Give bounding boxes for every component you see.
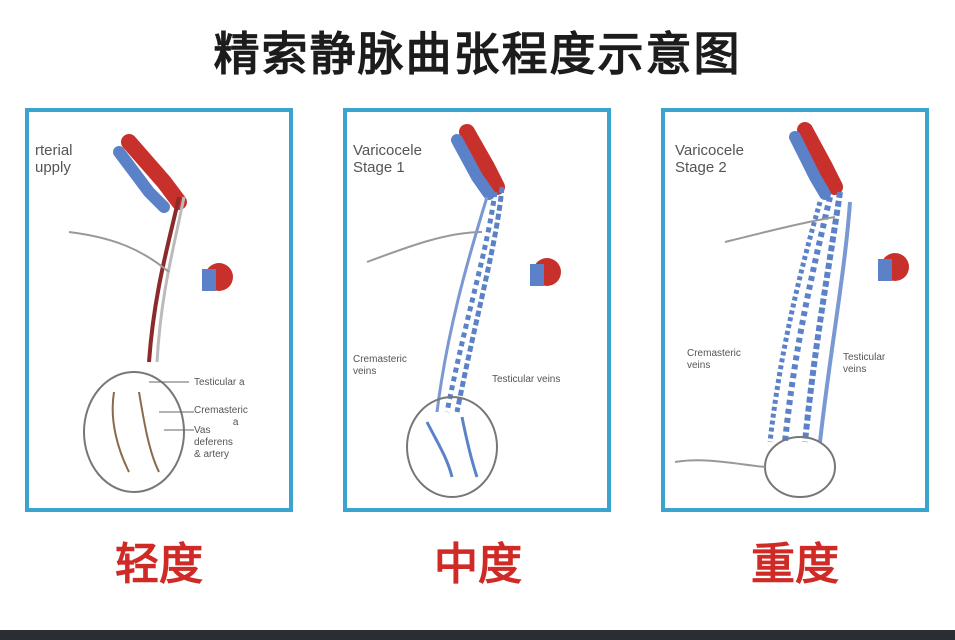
illustration-severe: [674, 122, 909, 498]
panel-header: Varicocele Stage 2: [675, 142, 744, 176]
panel-header: Varicocele Stage 1: [353, 142, 422, 176]
label-vas-deferens: Vas deferens & artery: [194, 425, 233, 460]
label-testicular-veins: Testicular veins: [843, 352, 886, 375]
label-testicular-veins: Testicular veins: [492, 374, 561, 385]
panel-severe: Varicocele Stage 2 Cremasteric veins Tes…: [661, 108, 929, 512]
label-testicular-artery: Testicular a: [194, 377, 245, 388]
illustration-moderate: [366, 124, 561, 498]
panel-header: rterial upply: [35, 142, 73, 176]
label-cremasteric: Cremasteric a: [194, 405, 248, 428]
caption-mild: 轻度: [115, 539, 203, 590]
bottom-bar: [0, 630, 955, 640]
page-title: 精索静脉曲张程度示意图: [213, 27, 742, 81]
panel-mild: rterial upply Testicular a Cremasteric a…: [25, 108, 293, 512]
label-cremasteric-veins: Cremasteric veins: [353, 354, 407, 377]
illustration-mild: [68, 134, 233, 493]
panel-moderate: Varicocele Stage 1 Cremasteric veins Tes…: [343, 108, 611, 512]
label-cremasteric-veins: Cremasteric veins: [687, 348, 741, 371]
caption-severe: 重度: [751, 539, 839, 590]
caption-moderate: 中度: [434, 539, 522, 590]
